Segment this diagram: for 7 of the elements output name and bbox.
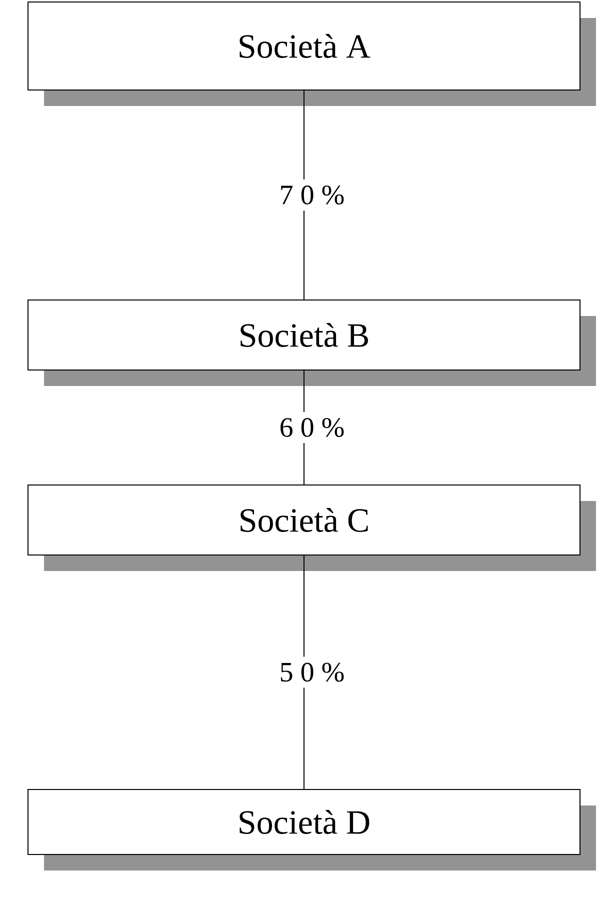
edge-label: 5 0 % [273,656,351,688]
edge-label: 7 0 % [273,180,351,210]
company-box: Società C [28,484,596,571]
company-box: Società D [28,789,596,870]
edge-label: 6 0 % [273,412,351,443]
company-box: Società B [28,300,596,386]
company-box: Società A [28,2,596,106]
